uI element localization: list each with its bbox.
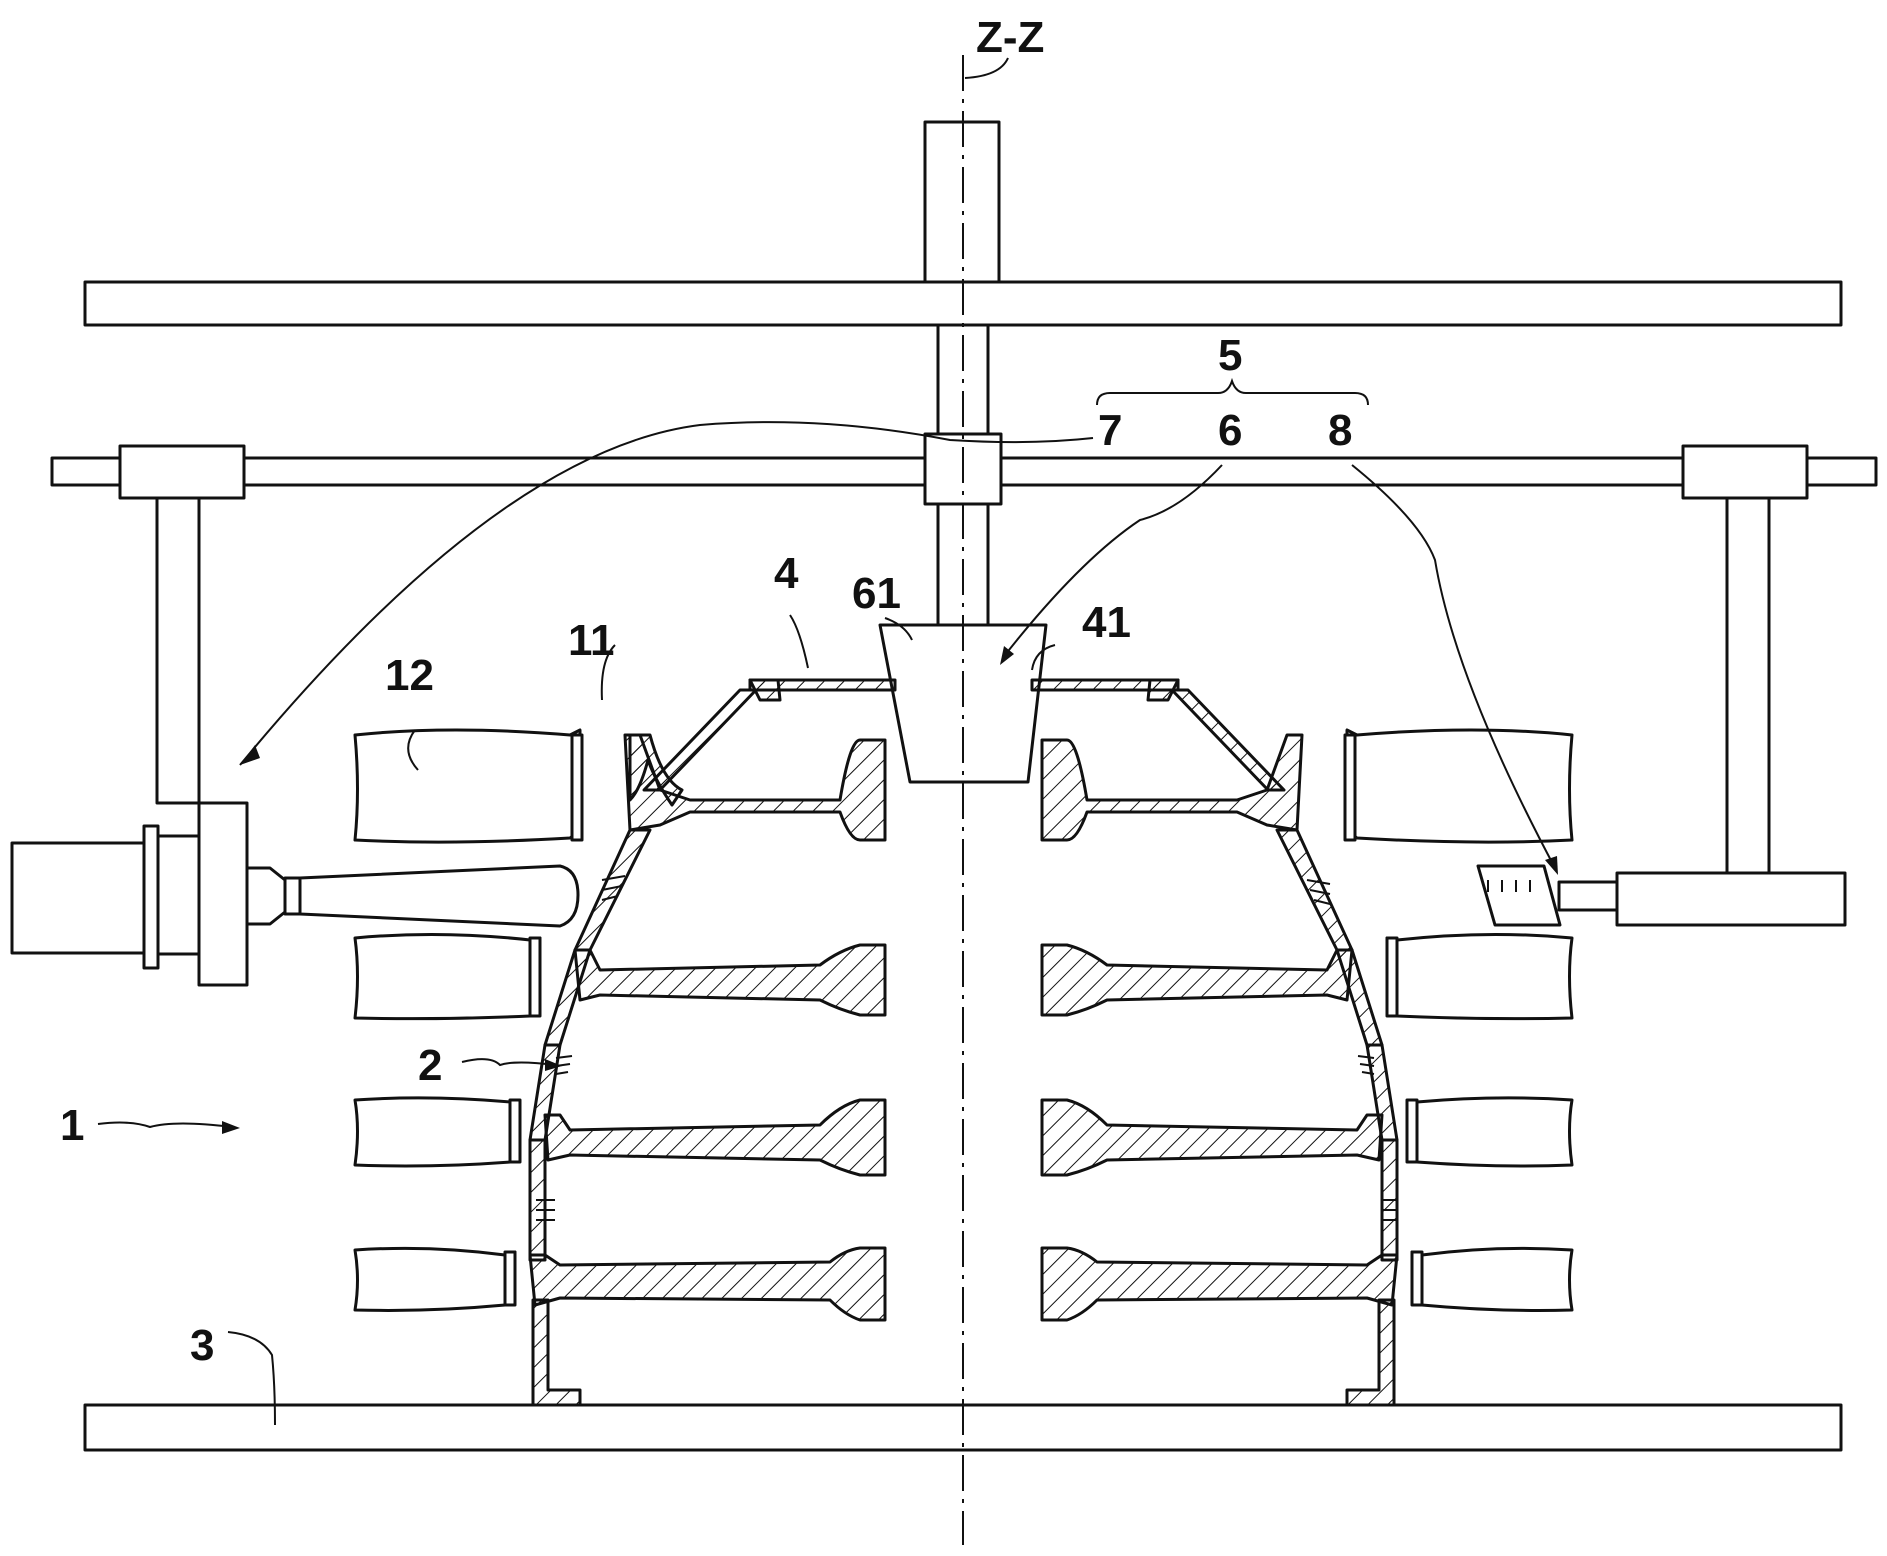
label-1: 1 bbox=[60, 1101, 84, 1150]
blades-left bbox=[353, 728, 584, 1312]
label-4: 4 bbox=[774, 549, 799, 598]
label-41: 41 bbox=[1082, 598, 1131, 647]
right-carriage bbox=[1681, 444, 1809, 500]
left-carriage bbox=[118, 444, 246, 500]
label-11: 11 bbox=[568, 616, 615, 665]
rotor-left-half bbox=[528, 678, 897, 1407]
leader-lines bbox=[97, 57, 1558, 1426]
rotor-right-half bbox=[1030, 678, 1399, 1407]
axis-label: Z-Z bbox=[976, 13, 1044, 62]
left-arm bbox=[155, 496, 201, 805]
left-tool-unit bbox=[10, 801, 580, 987]
label-6: 6 bbox=[1218, 406, 1242, 455]
label-3: 3 bbox=[190, 1321, 214, 1370]
label-61: 61 bbox=[852, 569, 901, 618]
label-8: 8 bbox=[1328, 406, 1352, 455]
label-12: 12 bbox=[385, 651, 434, 700]
label-5: 5 bbox=[1218, 331, 1242, 380]
bracket-5 bbox=[1096, 377, 1369, 406]
label-7: 7 bbox=[1098, 406, 1122, 455]
right-arm bbox=[1725, 496, 1771, 875]
right-sensor-unit bbox=[1476, 864, 1847, 927]
blades-right bbox=[1343, 728, 1574, 1312]
label-2: 2 bbox=[418, 1041, 442, 1090]
